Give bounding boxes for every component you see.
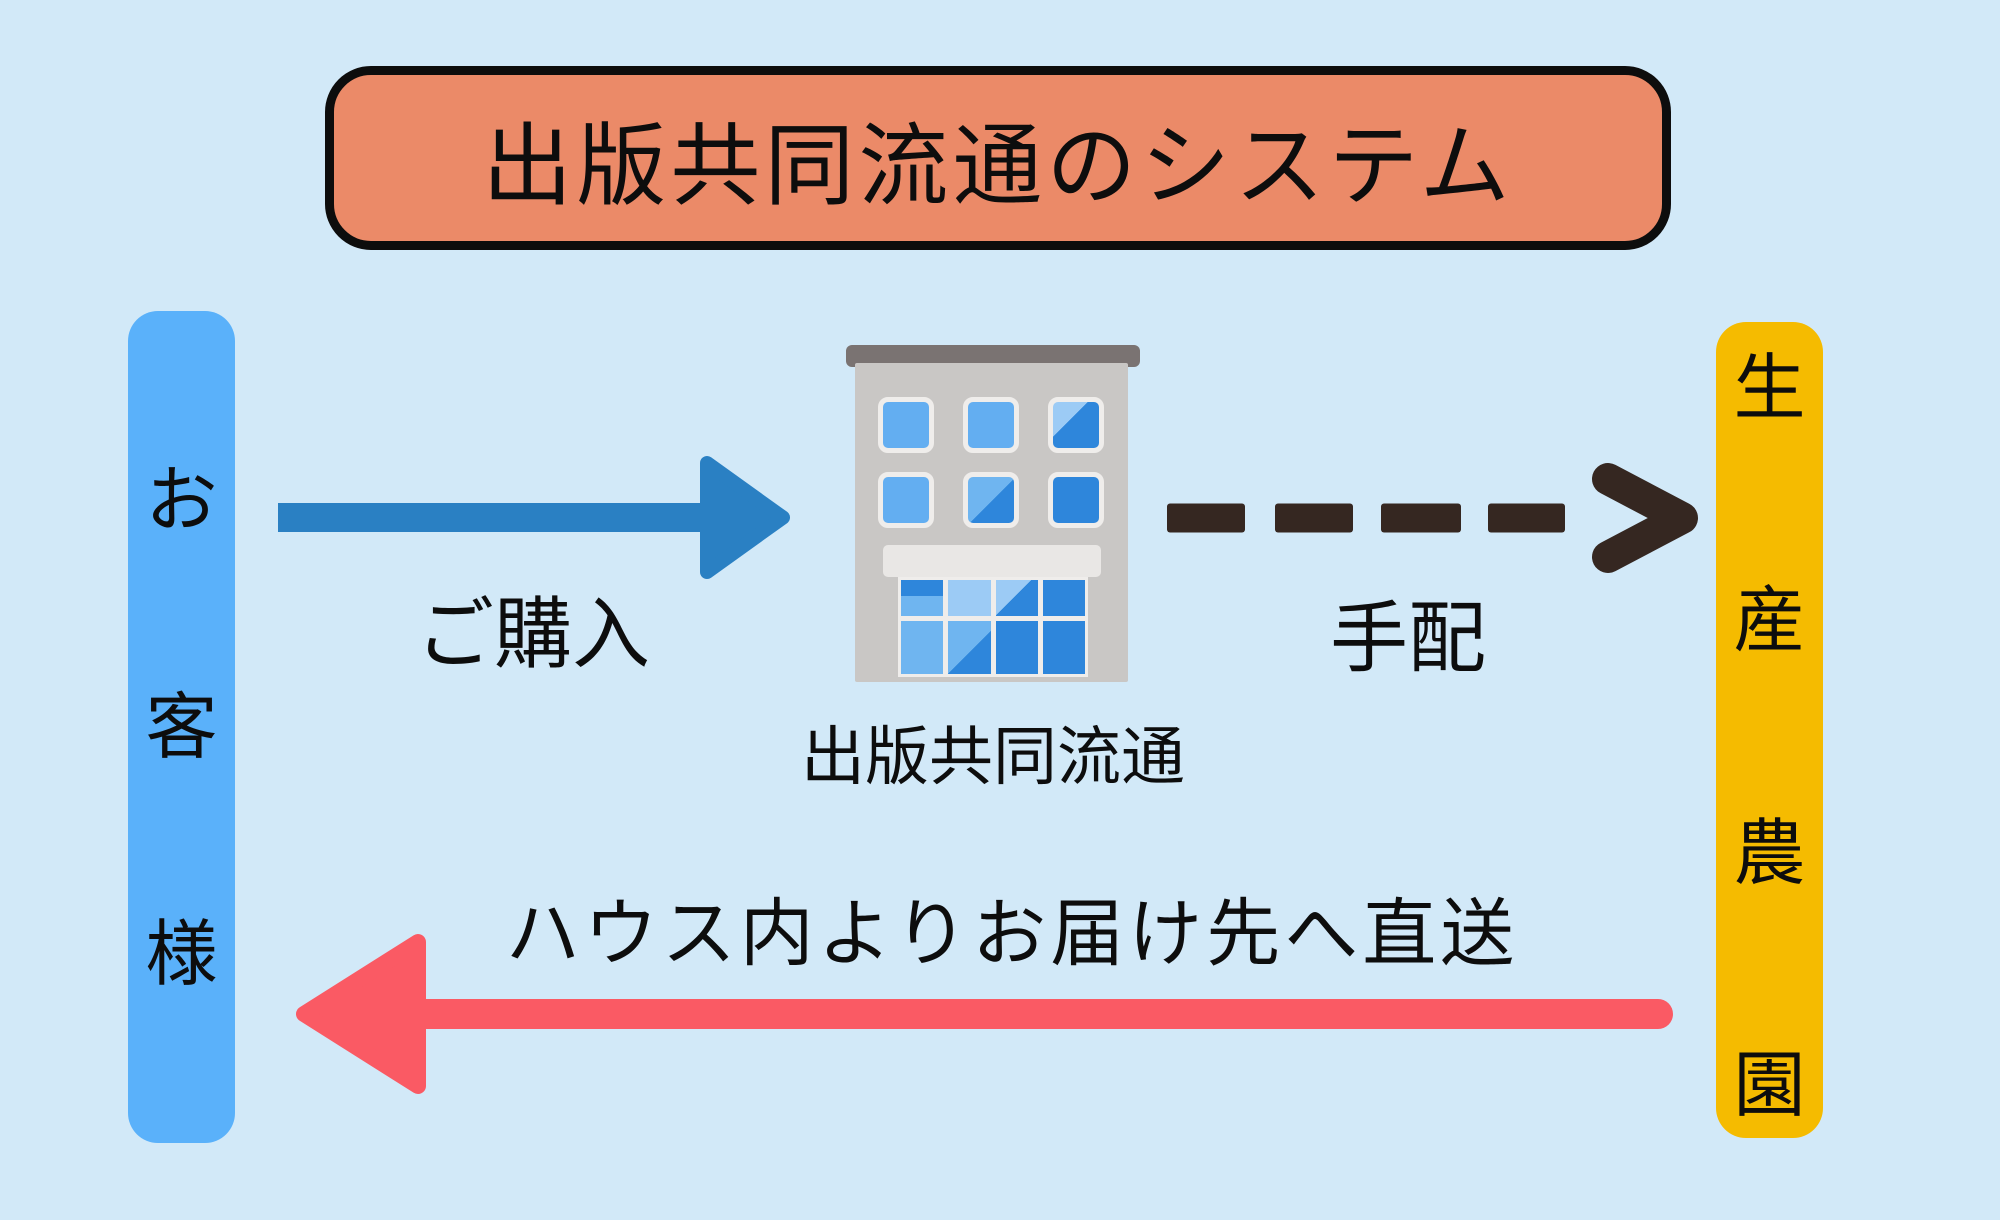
building-awning bbox=[883, 545, 1101, 577]
building-storefront bbox=[898, 577, 1088, 677]
farm-char: 生 bbox=[1733, 346, 1806, 430]
storefront-pane bbox=[901, 580, 944, 616]
title-banner: 出版共同流通のシステム bbox=[325, 66, 1671, 250]
distributor-label: 出版共同流通 bbox=[801, 721, 1185, 795]
farm-char: 農 bbox=[1733, 810, 1806, 895]
storefront-pane bbox=[948, 580, 991, 616]
storefront-pane bbox=[948, 621, 991, 674]
building-roof bbox=[846, 345, 1140, 367]
customer-char: 様 bbox=[145, 912, 218, 996]
farm-char: 園 bbox=[1733, 1042, 1806, 1127]
arrange-arrow-icon bbox=[1167, 463, 1698, 573]
direct-delivery-arrow-icon bbox=[296, 934, 1673, 1094]
page-title: 出版共同流通のシステム bbox=[482, 114, 1514, 219]
building-window bbox=[878, 397, 934, 453]
building-window bbox=[1048, 397, 1104, 453]
farm-char: 産 bbox=[1733, 578, 1806, 663]
direct-delivery-label: ハウス内よりお届け先へ直送 bbox=[505, 891, 1519, 977]
purchase-label: ご購入 bbox=[415, 590, 650, 680]
building-window bbox=[963, 397, 1019, 453]
building-window bbox=[878, 472, 934, 528]
storefront-pane bbox=[995, 621, 1038, 674]
actor-customer: お 客 様 bbox=[128, 311, 235, 1143]
storefront-pane bbox=[995, 580, 1038, 616]
arrange-label: 手配 bbox=[1329, 594, 1486, 684]
storefront-pane bbox=[1042, 580, 1085, 616]
purchase-arrow-icon bbox=[278, 456, 790, 579]
building-window bbox=[963, 472, 1019, 528]
actor-farm: 生 産 農 園 bbox=[1716, 322, 1823, 1138]
storefront-pane bbox=[1042, 621, 1085, 674]
building-window bbox=[1048, 472, 1104, 528]
customer-char: 客 bbox=[145, 685, 218, 769]
customer-char: お bbox=[145, 458, 218, 542]
building-icon bbox=[846, 345, 1140, 682]
storefront-pane bbox=[901, 621, 944, 674]
